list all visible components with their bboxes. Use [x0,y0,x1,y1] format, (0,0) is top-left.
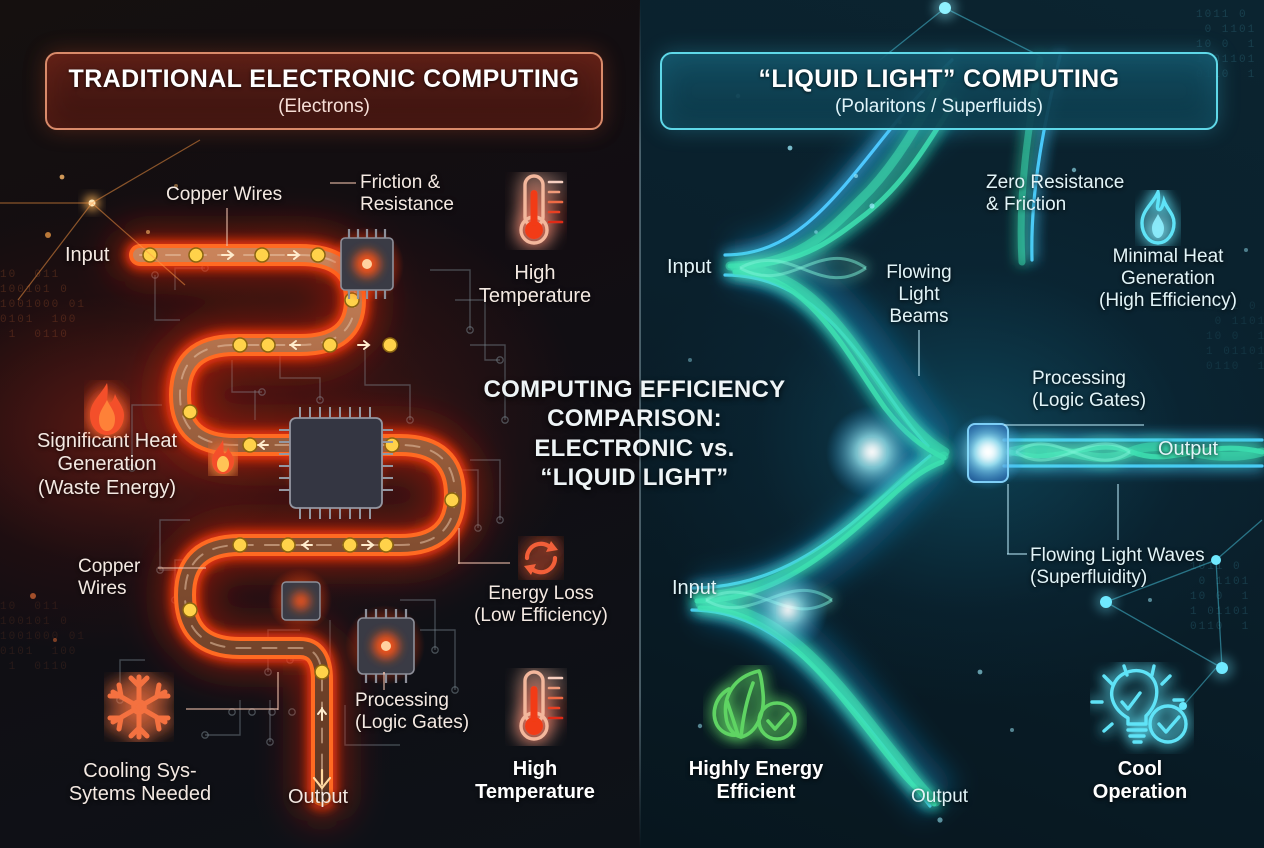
center-title-line-1: COMPUTING EFFICIENCY [483,376,786,403]
label-left-output: Output [288,786,349,808]
leader-processing-left-h [383,672,385,674]
leader-cooling-v [277,672,279,710]
label-right-input-bottom: Input [672,577,717,599]
right-banner-subtitle: (Polaritons / Superfluids) [834,95,1044,117]
label-left-friction: Friction & Resistance [360,172,454,216]
left-banner-title: TRADITIONAL ELECTRONIC COMPUTING [68,64,580,93]
left-panel-banner: TRADITIONAL ELECTRONIC COMPUTING (Electr… [45,52,603,130]
leader-friction [330,182,356,184]
leader-flowing-beams [918,330,920,376]
right-banner-title: “LIQUID LIGHT” COMPUTING [758,64,1120,93]
label-highly-energy-efficient: Highly Energy Efficient [688,758,824,804]
panel-divider [639,0,641,848]
snowflake-icon [104,672,174,747]
label-left-input: Input [65,244,110,266]
thermometer-icon-top [505,172,567,255]
center-title: COMPUTING EFFICIENCY COMPARISON: ELECTRO… [462,375,807,492]
label-flowing-light-beams: Flowing Light Beams [886,262,952,328]
label-right-output: Output [1158,438,1219,460]
flame-icon-small [208,438,238,481]
leader-energy-loss-v [458,528,460,564]
left-banner-subtitle: (Electrons) [278,95,370,117]
label-right-processing: Processing (Logic Gates) [1032,368,1147,412]
leader-energy-loss-h [458,562,510,564]
label-right-input-top: Input [667,256,712,278]
flame-icon-heat [84,380,130,443]
label-minimal-heat: Minimal Heat Generation (High Efficiency… [1099,246,1237,312]
leaf-check-icon [703,665,807,754]
leader-copper-wires-bottom [158,567,206,569]
leader-cooling-h [186,708,278,710]
label-left-copper-wires-top: Copper Wires [166,184,283,205]
label-zero-resistance: Zero Resistance & Friction [986,172,1125,216]
label-right-output-bottom: Output [911,786,969,807]
leader-waves-h [1007,553,1027,555]
leader-waves-v2 [1117,484,1119,540]
center-title-line-3: ELECTRONIC vs. [534,434,735,462]
label-flowing-light-waves: Flowing Light Waves (Superfluidity) [1030,545,1205,589]
thermometer-icon-bottom [505,668,567,751]
label-high-temperature-top: High Temperature [478,262,592,308]
right-panel-banner: “LIQUID LIGHT” COMPUTING (Polaritons / S… [660,52,1218,130]
center-title-line-2: COMPARISON: [547,405,722,433]
center-title-line-4: “LIQUID LIGHT” [540,463,729,491]
leader-waves-v [1007,484,1009,554]
leader-processing-right [1004,424,1144,426]
label-cool-operation: Cool Operation [1092,758,1188,804]
leader-copper-wires-top [226,208,228,246]
label-high-temperature-bottom: High Temperature [475,758,595,804]
label-energy-loss: Energy Loss (Low Efficiency) [474,583,608,627]
lightbulb-check-icon [1090,662,1194,759]
recycle-loss-icon [518,536,564,585]
leader-processing-left-v [383,672,385,690]
label-cooling-systems: Cooling Sys- Sytems Needed [68,760,212,806]
water-flame-icon [1135,186,1181,251]
label-left-copper-wires-bottom: Copper Wires [78,556,141,600]
label-left-processing: Processing (Logic Gates) [355,690,470,734]
